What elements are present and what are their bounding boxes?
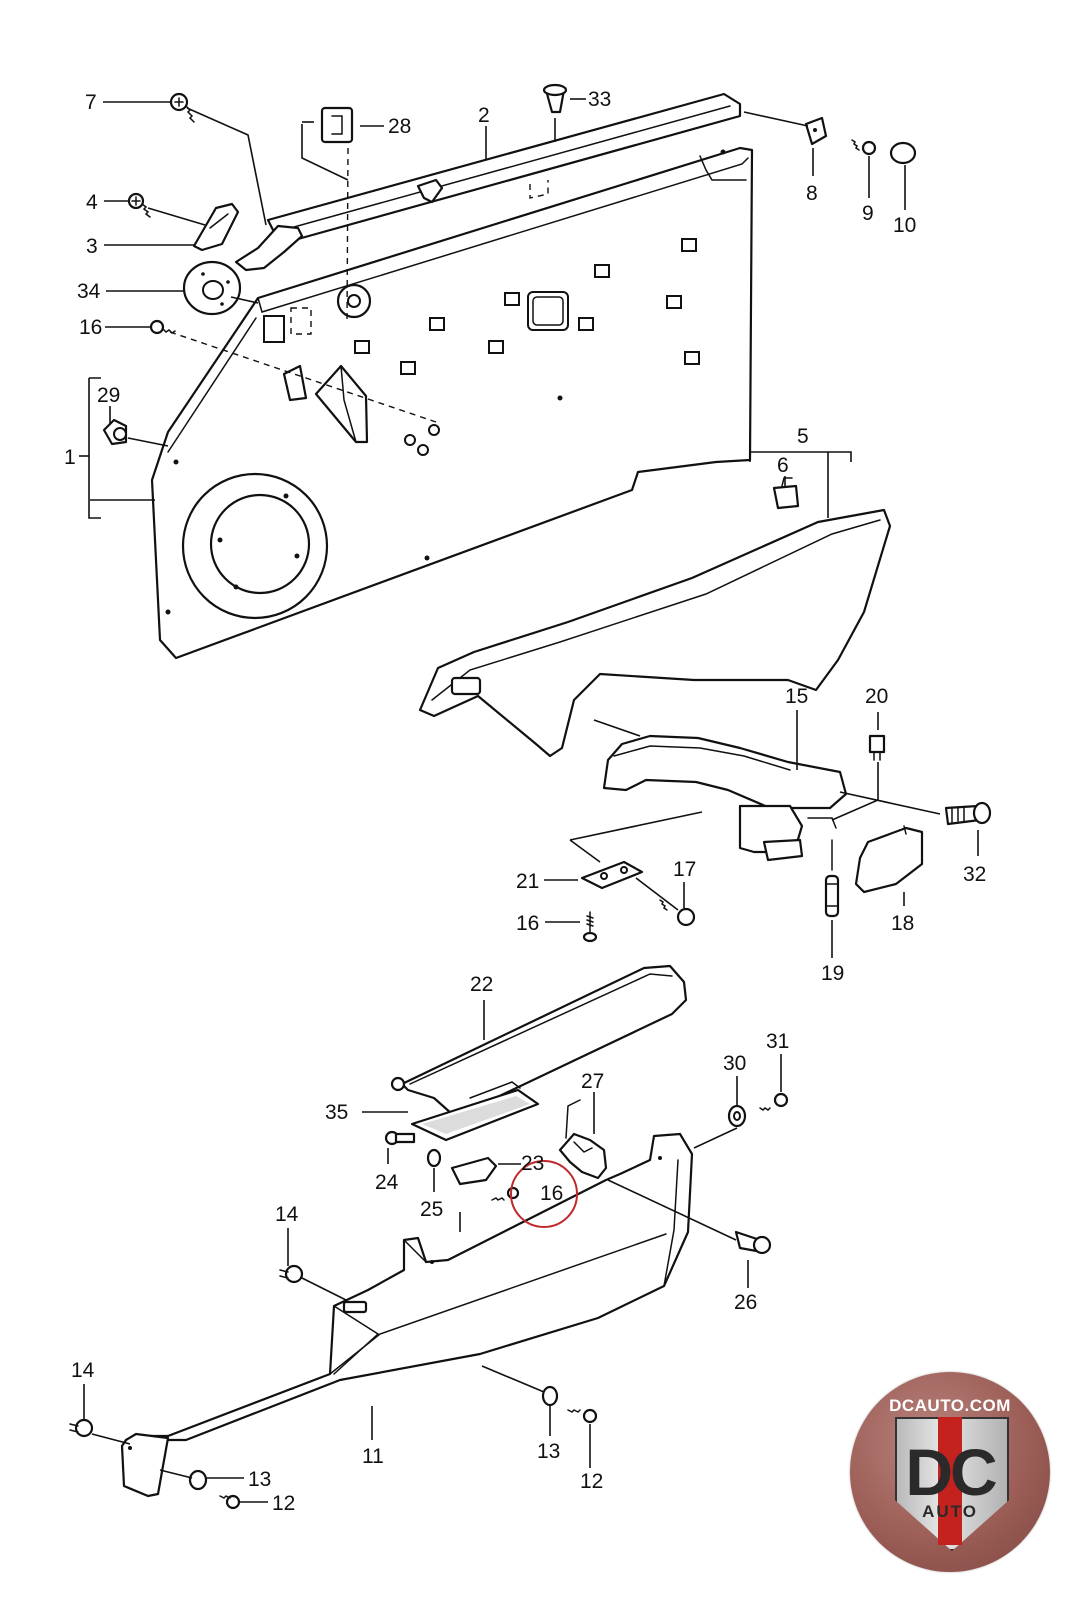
- logo-top-text: DCAUTO.COM: [889, 1396, 1011, 1415]
- lock-27: [558, 1099, 608, 1180]
- trim-5: [418, 508, 892, 758]
- bolt-20: [868, 734, 886, 761]
- label-10: 10: [893, 214, 916, 237]
- label-27: 27: [581, 1070, 604, 1093]
- foam-pad-35: [410, 1088, 540, 1142]
- bracket-8: [804, 116, 828, 146]
- clip-13-right: [541, 1385, 559, 1407]
- bracket-21: [580, 860, 644, 890]
- armrest-22: [390, 964, 688, 1116]
- logo-mid-text: DC: [905, 1435, 997, 1509]
- screw-17: [659, 899, 696, 927]
- screw-16-lower: [491, 1186, 520, 1201]
- switch-frame-28: [320, 106, 354, 321]
- label-24: 24: [375, 1171, 399, 1194]
- label-7: 7: [85, 91, 97, 114]
- label-23: 23: [521, 1152, 544, 1175]
- label-12-right: 12: [580, 1470, 603, 1493]
- corner-cover-3: [192, 202, 304, 272]
- label-17: 17: [673, 858, 696, 881]
- label-8: 8: [806, 182, 818, 205]
- pull-handle-15: [602, 734, 848, 862]
- label-12-left: 12: [272, 1492, 295, 1515]
- screw-4: [127, 192, 151, 218]
- washer-30: [727, 1104, 747, 1128]
- screw-12-right: [567, 1408, 598, 1424]
- label-28: 28: [388, 115, 411, 138]
- bolt-32: [944, 801, 992, 826]
- label-16-upper: 16: [79, 316, 102, 339]
- label-13-right: 13: [537, 1440, 560, 1463]
- label-16-middle: 16: [516, 912, 539, 935]
- screw-31: [759, 1092, 789, 1111]
- label-29: 29: [97, 384, 120, 407]
- label-33: 33: [588, 88, 611, 111]
- pin-19: [824, 839, 840, 918]
- label-16-lower: 16: [540, 1182, 563, 1205]
- label-22: 22: [470, 973, 493, 996]
- cover-18: [854, 825, 924, 894]
- label-35: 35: [325, 1101, 348, 1124]
- label-13-left: 13: [248, 1468, 271, 1491]
- cap-10: [889, 141, 917, 165]
- plug-clip-33: [542, 83, 568, 114]
- label-30: 30: [723, 1052, 746, 1075]
- label-3: 3: [86, 235, 98, 258]
- label-21: 21: [516, 870, 539, 893]
- clip-13-left: [188, 1469, 208, 1491]
- screw-9: [851, 139, 877, 156]
- label-34: 34: [77, 280, 101, 303]
- screw-14-left: [69, 1418, 94, 1438]
- leader-lines: [79, 98, 979, 1503]
- screw-16-upper: [149, 319, 176, 335]
- armrest-base-11: [120, 1132, 694, 1498]
- washer-25: [426, 1148, 442, 1168]
- clip-6: [772, 477, 800, 510]
- screw-24: [384, 1130, 416, 1146]
- label-2: 2: [478, 104, 490, 127]
- logo-stripe: [938, 1417, 962, 1545]
- label-20: 20: [865, 685, 888, 708]
- screw-7: [169, 92, 195, 123]
- label-14-right: 14: [275, 1203, 299, 1226]
- highlight-circle: [510, 1160, 578, 1228]
- label-31: 31: [766, 1030, 789, 1053]
- label-25: 25: [420, 1198, 443, 1221]
- label-26: 26: [734, 1291, 757, 1314]
- speaker-gasket-34: [182, 260, 242, 316]
- screw-14-right: [279, 1264, 304, 1284]
- sleeve-26: [734, 1230, 772, 1255]
- logo-bottom-text: AUTO: [922, 1502, 978, 1521]
- label-6: 6: [777, 454, 789, 477]
- label-14-left: 14: [71, 1359, 95, 1382]
- label-18: 18: [891, 912, 914, 935]
- screw-16-middle: [582, 911, 598, 943]
- door-panel-1: [150, 146, 754, 660]
- label-5: 5: [797, 425, 809, 448]
- screw-12-left: [219, 1494, 241, 1510]
- part-labels: 7 4 3 34 16 29 1 28 2 33 8 9 10 5 6 15 2…: [64, 88, 986, 1515]
- insert-23: [450, 1156, 498, 1186]
- label-9: 9: [862, 202, 874, 225]
- label-19: 19: [821, 962, 844, 985]
- label-11: 11: [362, 1445, 384, 1468]
- dcauto-logo: DCAUTO.COM DC AUTO: [850, 1372, 1050, 1572]
- label-4: 4: [86, 191, 98, 214]
- label-32: 32: [963, 863, 986, 886]
- label-15: 15: [785, 685, 808, 708]
- clip-29: [102, 418, 128, 446]
- label-1: 1: [64, 446, 76, 469]
